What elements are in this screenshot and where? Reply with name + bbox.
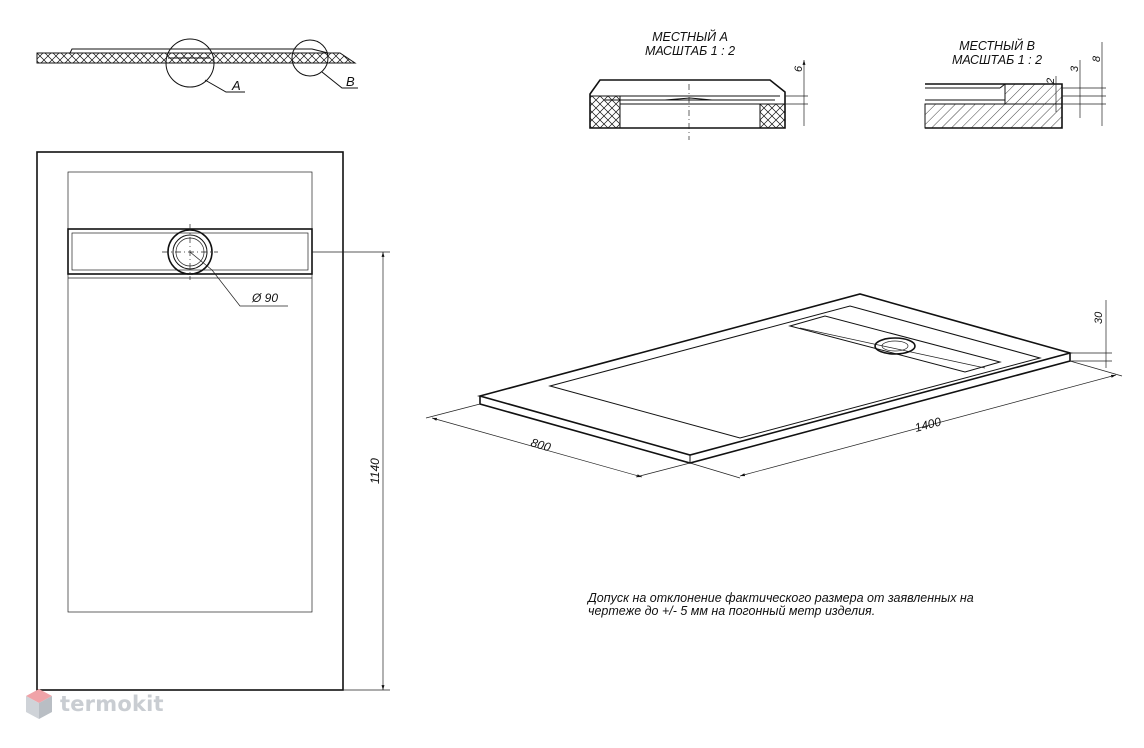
detail-b-label: B [346,74,355,89]
dim-8-label: 8 [1091,55,1103,62]
tolerance-note: Допуск на отклонение фактического размер… [588,592,1068,618]
section-b-view: МЕСТНЫЙ В МАСШТАБ 1 : 2 2 3 8 [924,37,1106,129]
height-1140-label: 1140 [368,458,382,484]
logo-text: termokit [60,692,164,716]
tolerance-note-line1: Допуск на отклонение фактического размер… [588,591,974,605]
section-b-scale: МАСШТАБ 1 : 2 [952,53,1042,67]
width-800-label: 800 [529,435,552,454]
section-a-title: МЕСТНЫЙ А [652,28,728,44]
dim-6-label: 6 [793,65,805,72]
dim-3-label: 3 [1069,65,1081,72]
isometric-view: 800 1400 30 [425,293,1123,479]
length-1400-label: 1400 [913,414,943,435]
detail-a-label: A [231,78,241,93]
iso-drain [874,337,916,355]
section-a-view: МЕСТНЫЙ А МАСШТАБ 1 : 2 6 [589,28,808,140]
section-a-scale: МАСШТАБ 1 : 2 [645,44,735,58]
section-b-title: МЕСТНЫЙ В [959,37,1035,53]
side-profile-view: A B [36,38,358,93]
brand-logo: termokit [24,688,164,720]
detail-a-circle [165,38,215,88]
height-30-label: 30 [1093,311,1105,324]
drain-diameter-label: Ø 90 [251,291,278,305]
detail-b-circle [291,39,329,77]
dim-2-label: 2 [1045,78,1057,85]
cube-logo-icon [26,689,52,719]
plan-view: Ø 90 1140 [36,151,390,691]
tolerance-note-line2: чертеже до +/- 5 мм на погонный метр изд… [588,604,876,618]
